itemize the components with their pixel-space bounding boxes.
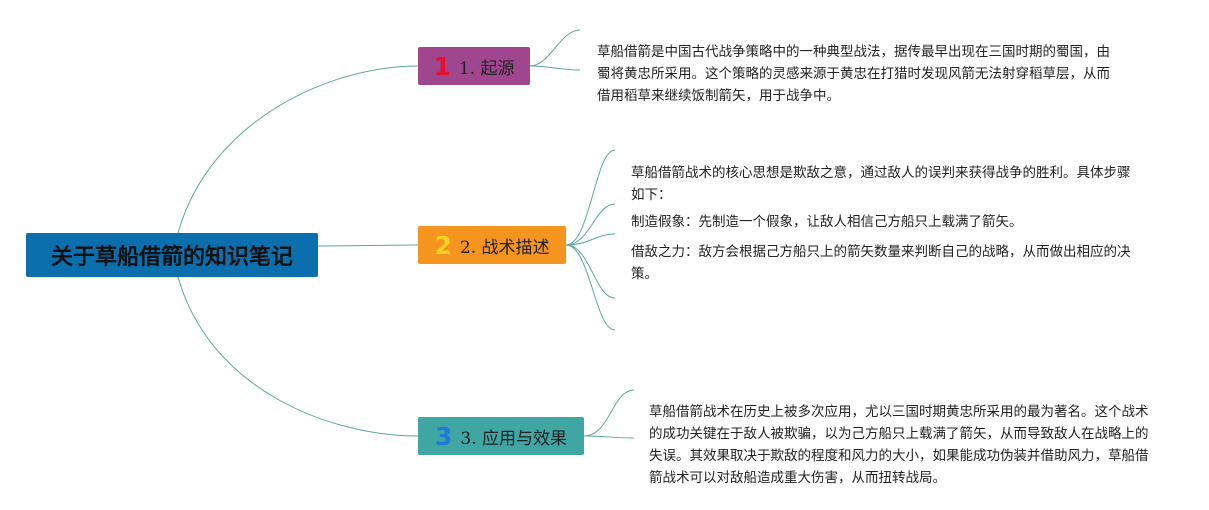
- connector-branch-2-note-4: [565, 244, 616, 299]
- connector-branch-2-note-1: [565, 149, 616, 246]
- branch-label-tactic: 2. 战术描述: [459, 237, 550, 258]
- note-tactic-step-borrow: 借敌之力：敌方会根据己方船只上的箭矢数量来判断自己的战略，从而做出相应的决策。: [631, 244, 1131, 282]
- note-tactic-step-illusion: 制造假象：先制造一个假象，让敌人相信己方船只上载满了箭矢。: [631, 214, 1023, 230]
- note-tactic-core: 草船借箭战术的核心思想是欺敌之意，通过敌人的误判来获得战争的胜利。具体步骤如下：: [631, 165, 1131, 203]
- branch-label-application: 3. 应用与效果: [460, 428, 568, 449]
- connector-branch-2-note-2: [565, 203, 616, 246]
- branch-number-2: 2: [434, 230, 452, 260]
- connector-branch-2-note-3: [565, 233, 616, 246]
- branch-number-3: 3: [434, 421, 453, 451]
- connector-branch-1-note-bottom: [529, 65, 581, 71]
- note-origin: 草船借箭是中国古代战争策略中的一种典型战法，据传最早出现在三国时期的蜀国，由蜀将…: [597, 44, 1110, 104]
- branch-label-origin: 1. 起源: [458, 58, 515, 79]
- connector-branch-3-note-top: [583, 389, 635, 437]
- connector-branch-3-note-bottom: [583, 435, 635, 439]
- branch-node-origin[interactable]: 1 1. 起源: [418, 47, 530, 85]
- note-application: 草船借箭战术在历史上被多次应用，尤以三国时期黄忠所采用的最为著名。这个战术的成功…: [649, 404, 1149, 486]
- connector-root-branch-2: [317, 244, 419, 247]
- connector-branch-2-note-5: [565, 244, 616, 331]
- branch-number-1: 1: [433, 51, 451, 81]
- connector-branch-1-note-top: [529, 29, 581, 67]
- root-node[interactable]: 关于草船借箭的知识笔记: [26, 233, 318, 277]
- connector-root-branch-3: [177, 276, 419, 437]
- branch-node-application[interactable]: 3 3. 应用与效果: [418, 417, 584, 455]
- root-title: 关于草船借箭的知识笔记: [50, 245, 293, 270]
- branch-node-tactic[interactable]: 2 2. 战术描述: [418, 226, 566, 264]
- connector-root-branch-1: [177, 65, 419, 234]
